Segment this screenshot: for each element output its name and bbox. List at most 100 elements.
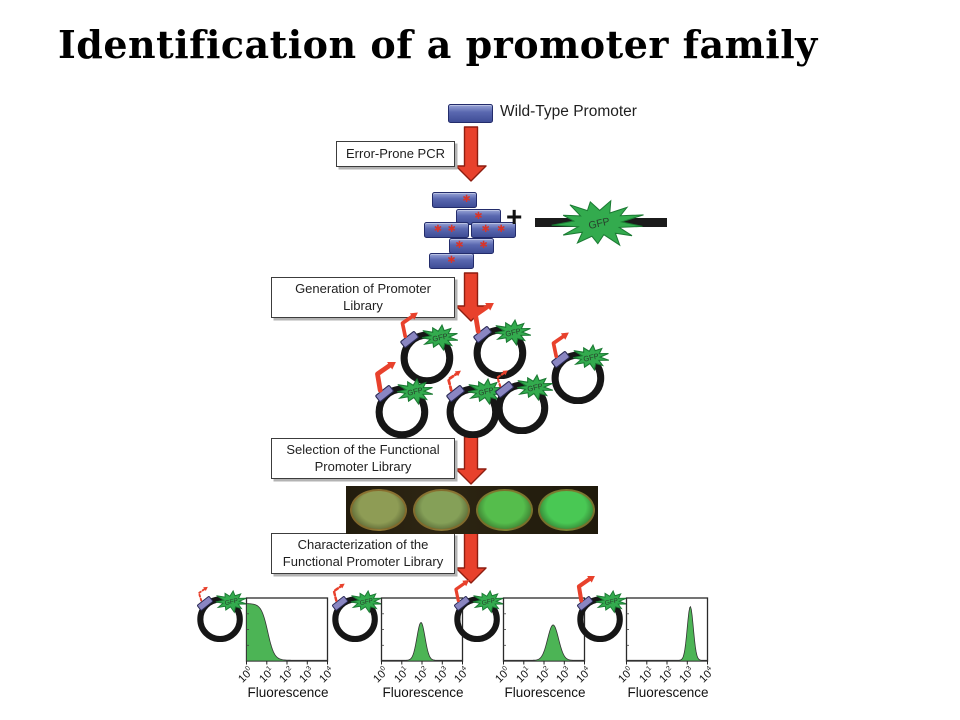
svg-text:GFP: GFP <box>587 215 611 232</box>
mutation-mark-icon: ✱ <box>474 211 483 222</box>
svg-text:GFP: GFP <box>477 385 494 397</box>
promoter-segment <box>495 381 514 398</box>
promoter-strength-arrow-icon <box>473 301 495 334</box>
promoter-strength-arrow-icon <box>197 586 208 602</box>
plasmid-ring <box>197 596 243 643</box>
plasmid-ring <box>375 385 429 439</box>
svg-text:GFP: GFP <box>604 597 619 607</box>
mutation-mark-icon: ✱ <box>447 255 456 266</box>
gfp-burst-icon: GFP <box>421 323 459 352</box>
fluorescent-well <box>538 489 595 531</box>
promoter-strength-arrow-icon <box>551 332 569 359</box>
mutant-promoter-box: ✱ <box>429 253 474 269</box>
promoter-strength-arrow-icon <box>332 583 345 602</box>
histogram-svg <box>625 597 709 665</box>
down-arrow-icon <box>455 436 487 485</box>
fluorescence-distribution <box>503 624 585 662</box>
plasmid-icon-slot: GFP <box>190 576 252 647</box>
mutation-mark-icon: ✱ <box>433 224 443 235</box>
promoter-segment <box>197 596 213 611</box>
slide-title: Identification of a promoter family <box>58 22 818 67</box>
histogram-plot <box>502 596 588 671</box>
mutant-promoter-box: ✱✱ <box>449 238 494 254</box>
histogram-plot <box>625 596 711 671</box>
plasmid-ring <box>495 381 549 435</box>
library-plasmid: GFP <box>543 328 615 409</box>
plasmid-icon: GFP <box>576 574 627 643</box>
histogram-svg <box>245 597 329 665</box>
promoter-strength-arrow-icon <box>496 370 508 388</box>
step-label: Library <box>343 297 383 313</box>
promoter-strength-arrow-icon <box>447 370 461 392</box>
plasmid-ring <box>454 596 500 643</box>
svg-text:GFP: GFP <box>431 331 448 343</box>
promoter-strength-arrow-icon <box>576 574 596 603</box>
step-box-error-prone-pcr: Error-Prone PCR <box>336 141 455 167</box>
step-label: Characterization of the <box>297 536 429 552</box>
gfp-burst-icon: GFP <box>350 589 382 614</box>
step-box-characterization-of-functional-promoter-library: Characterization of the Functional Promo… <box>271 533 455 574</box>
down-arrow-icon <box>455 126 487 182</box>
mutation-mark-icon: ✱ <box>462 194 471 205</box>
x-axis-label: Fluorescence <box>382 685 464 700</box>
step-label: Generation of Promoter <box>295 280 431 296</box>
mutation-mark-icon: ✱ <box>447 224 456 235</box>
plasmid-icon-slot: GFP <box>570 574 632 647</box>
svg-text:GFP: GFP <box>406 385 423 397</box>
promoter-strength-arrow-icon <box>400 312 418 339</box>
histogram-plot <box>245 596 331 671</box>
mutation-mark-icon: ✱ <box>455 240 464 251</box>
fluorescence-distribution <box>626 605 708 662</box>
promoter-segment <box>454 596 470 611</box>
x-axis-label: Fluorescence <box>627 685 709 700</box>
plasmid-ring <box>332 596 378 643</box>
plasmid-ring <box>400 331 454 385</box>
step-label: Promoter Library <box>314 458 412 474</box>
gfp-burst-icon: GFP <box>494 318 532 347</box>
fluorescent-well <box>476 489 533 531</box>
plasmid-ring <box>446 385 500 439</box>
plasmid-icon: GFP <box>495 370 554 435</box>
wild-type-promoter-label: Wild-Type Promoter <box>500 103 637 120</box>
promoter-segment <box>332 596 348 611</box>
plus-sign: + <box>506 201 523 232</box>
svg-text:GFP: GFP <box>359 597 374 607</box>
fluorescence-distribution <box>246 603 328 662</box>
mutant-promoter-box: ✱✱ <box>471 222 516 238</box>
mutation-mark-icon: ✱ <box>481 224 490 235</box>
step-box-selection-of-functional-promoter-library: Selection of the Functional Promoter Lib… <box>271 438 455 479</box>
fluorescent-well <box>413 489 470 531</box>
gfp-burst-icon: GFP <box>551 199 644 247</box>
histogram-svg <box>502 597 586 665</box>
plasmid-icon: GFP <box>332 583 382 643</box>
svg-text:GFP: GFP <box>526 381 543 393</box>
svg-text:GFP: GFP <box>582 351 599 363</box>
histogram-svg <box>380 597 464 665</box>
svg-text:GFP: GFP <box>481 597 496 607</box>
x-axis-label: Fluorescence <box>504 685 586 700</box>
gfp-burst-icon: GFP <box>595 589 627 614</box>
gfp-burst-icon: GFP <box>572 343 610 372</box>
library-plasmid: GFP <box>367 360 439 443</box>
promoter-segment <box>446 385 465 402</box>
step-label: Error-Prone PCR <box>346 145 445 161</box>
mutation-mark-icon: ✱ <box>497 224 506 235</box>
plasmid-icon: GFP <box>400 312 459 385</box>
gfp-burst-icon: GFP <box>396 377 434 406</box>
promoter-strength-arrow-icon <box>454 579 470 603</box>
plasmid-icon: GFP <box>197 586 247 643</box>
plasmid-icon-slot: GFP <box>325 576 387 647</box>
plasmid-ring <box>577 596 623 643</box>
plasmid-icon-slot: GFP <box>447 576 509 647</box>
plasmid-icon: GFP <box>454 579 504 643</box>
wild-type-promoter-box <box>448 104 493 123</box>
promoter-strength-arrow-icon <box>375 360 397 393</box>
step-box-generation-of-promoter-library: Generation of Promoter Library <box>271 277 455 318</box>
svg-text:GFP: GFP <box>504 326 521 338</box>
mutant-promoter-box: ✱✱ <box>424 222 469 238</box>
